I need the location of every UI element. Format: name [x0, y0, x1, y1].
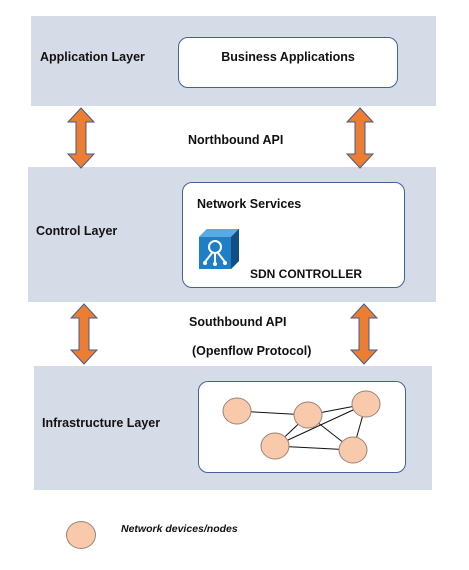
- network-node: [260, 432, 290, 460]
- network-node: [338, 436, 368, 464]
- southbound-left-arrow: [70, 303, 98, 365]
- northbound-right-arrow: [346, 107, 374, 169]
- business-applications-label: Business Applications: [221, 50, 355, 64]
- southbound-api-label: Southbound API: [189, 315, 287, 329]
- legend-node-icon: [66, 521, 96, 549]
- network-node: [351, 390, 381, 418]
- control-layer-label: Control Layer: [36, 224, 118, 238]
- openflow-protocol-label: (Openflow Protocol): [192, 344, 312, 358]
- southbound-right-arrow: [350, 303, 378, 365]
- sdn-controller-label: SDN CONTROLLER: [250, 267, 362, 281]
- network-node: [222, 397, 252, 425]
- network-nodes: [222, 390, 381, 464]
- network-services-box: Network Services SDN CONTROLLER: [182, 182, 405, 288]
- northbound-api-label: Northbound API: [188, 133, 284, 147]
- network-node: [293, 401, 323, 429]
- legend-label: Network devices/nodes: [121, 523, 238, 535]
- network-services-label: Network Services: [197, 197, 302, 211]
- infrastructure-layer-label: Infrastructure Layer: [42, 416, 161, 430]
- business-applications-box: Business Applications: [178, 37, 398, 88]
- sdn-controller-icon: [199, 229, 239, 269]
- northbound-left-arrow: [67, 107, 95, 169]
- application-layer-label: Application Layer: [40, 50, 145, 64]
